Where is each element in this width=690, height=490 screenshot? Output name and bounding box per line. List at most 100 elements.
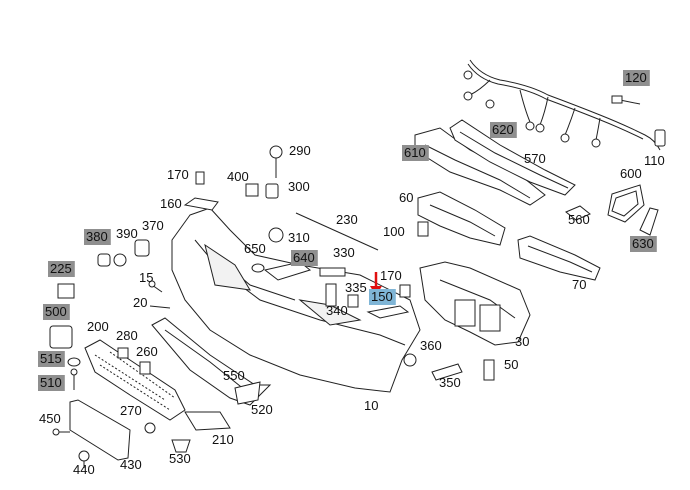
part-label-160[interactable]: 160 [160, 196, 182, 211]
part-label-50[interactable]: 50 [504, 357, 518, 372]
bracket-400[interactable] [245, 183, 259, 197]
part-label-380[interactable]: 380 [84, 229, 111, 245]
part-label-225[interactable]: 225 [48, 261, 75, 277]
clip-170b[interactable] [399, 284, 411, 298]
part-label-300[interactable]: 300 [288, 179, 310, 194]
screw-20[interactable] [149, 305, 171, 309]
part-label-text: 200 [87, 319, 109, 334]
part-label-15[interactable]: 15 [139, 270, 153, 285]
part-label-280[interactable]: 280 [116, 328, 138, 343]
part-label-570[interactable]: 570 [524, 151, 546, 166]
part-label-510[interactable]: 510 [38, 375, 65, 391]
bracket-500[interactable] [49, 325, 73, 349]
clip-560[interactable] [565, 205, 591, 221]
part-label-370[interactable]: 370 [142, 218, 164, 233]
part-label-515[interactable]: 515 [38, 351, 65, 367]
part-label-600[interactable]: 600 [620, 166, 642, 181]
bracket-160[interactable] [183, 197, 219, 211]
washer-650[interactable] [251, 263, 265, 273]
bracket-225[interactable] [57, 283, 75, 299]
part-label-100[interactable]: 100 [383, 224, 405, 239]
part-label-230[interactable]: 230 [336, 212, 358, 227]
part-label-450[interactable]: 450 [39, 411, 61, 426]
clip-260[interactable] [139, 361, 151, 375]
screw-450[interactable] [52, 428, 70, 436]
license-plate-bracket-270[interactable] [69, 399, 131, 461]
part-label-350[interactable]: 350 [439, 375, 461, 390]
part-label-440[interactable]: 440 [73, 462, 95, 477]
part-label-340[interactable]: 340 [326, 303, 348, 318]
clip-340[interactable] [325, 283, 337, 307]
part-label-box [623, 70, 650, 86]
part-label-text: 560 [568, 212, 590, 227]
part-label-520[interactable]: 520 [251, 402, 273, 417]
part-label-310[interactable]: 310 [288, 230, 310, 245]
part-label-290[interactable]: 290 [289, 143, 311, 158]
part-label-170b[interactable]: 170 [380, 268, 402, 283]
part-label-20[interactable]: 20 [133, 295, 147, 310]
bracket-60[interactable] [417, 191, 506, 246]
screw-510[interactable] [70, 368, 78, 390]
part-label-30[interactable]: 30 [515, 334, 529, 349]
bracket-335[interactable] [347, 294, 359, 308]
sensor-370[interactable] [134, 239, 150, 257]
part-label-120[interactable]: 120 [623, 70, 650, 86]
part-label-200[interactable]: 200 [87, 319, 109, 334]
part-label-610[interactable]: 610 [402, 145, 429, 161]
wiring-harness[interactable] [463, 59, 666, 151]
part-label-400[interactable]: 400 [227, 169, 249, 184]
side-trim-630[interactable] [639, 207, 659, 236]
part-label-550[interactable]: 550 [223, 368, 245, 383]
part-label-330[interactable]: 330 [333, 245, 355, 260]
bolt-290[interactable] [269, 145, 283, 178]
bracket-520[interactable] [234, 381, 261, 405]
part-label-650[interactable]: 650 [244, 241, 266, 256]
sensor-390[interactable] [113, 253, 127, 267]
part-label-10[interactable]: 10 [364, 398, 378, 413]
clip-330[interactable] [319, 267, 346, 277]
clip-360[interactable] [403, 353, 417, 367]
part-label-390[interactable]: 390 [116, 226, 138, 241]
bracket-210[interactable] [184, 411, 231, 431]
clip-50[interactable] [483, 359, 495, 381]
part-label-170a[interactable]: 170 [167, 167, 189, 182]
screw-15[interactable] [148, 280, 163, 293]
clip-280[interactable] [117, 347, 129, 359]
bracket-70[interactable] [517, 235, 601, 281]
bumper-cover-10[interactable] [171, 207, 421, 393]
part-label-630[interactable]: 630 [630, 236, 657, 252]
mount-bracket-30[interactable] [419, 261, 531, 346]
part-label-335[interactable]: 335 [345, 280, 367, 295]
clip-530[interactable] [171, 439, 191, 453]
part-label-70[interactable]: 70 [572, 277, 586, 292]
bracket-150[interactable] [366, 305, 410, 319]
part-label-620[interactable]: 620 [490, 122, 517, 138]
nut-300[interactable] [265, 183, 279, 199]
part-label-text: 340 [326, 303, 348, 318]
part-label-560[interactable]: 560 [568, 212, 590, 227]
part-label-60[interactable]: 60 [399, 190, 413, 205]
rail-230[interactable] [295, 212, 379, 251]
part-label-270[interactable]: 270 [120, 403, 142, 418]
sensor-380[interactable] [97, 253, 111, 267]
side-trim-600[interactable] [607, 184, 645, 223]
part-label-640[interactable]: 640 [291, 250, 318, 266]
cap-310[interactable] [268, 227, 284, 243]
impact-absorber-570[interactable] [449, 119, 576, 196]
washer-515[interactable] [67, 357, 81, 367]
trim-350[interactable] [431, 363, 463, 381]
part-label-110[interactable]: 110 [644, 153, 665, 168]
part-label-260[interactable]: 260 [136, 344, 158, 359]
trim-640[interactable] [263, 261, 312, 281]
lower-trim-550[interactable] [151, 317, 272, 406]
clip-170a[interactable] [195, 171, 205, 185]
screw-440[interactable] [78, 450, 90, 468]
part-label-150[interactable]: 150 [369, 289, 396, 305]
part-label-530[interactable]: 530 [169, 451, 191, 466]
part-label-360[interactable]: 360 [420, 338, 442, 353]
part-label-430[interactable]: 430 [120, 457, 142, 472]
part-label-500[interactable]: 500 [43, 304, 70, 320]
clip-430[interactable] [144, 422, 156, 434]
part-label-210[interactable]: 210 [212, 432, 234, 447]
grille-200[interactable] [84, 339, 186, 421]
